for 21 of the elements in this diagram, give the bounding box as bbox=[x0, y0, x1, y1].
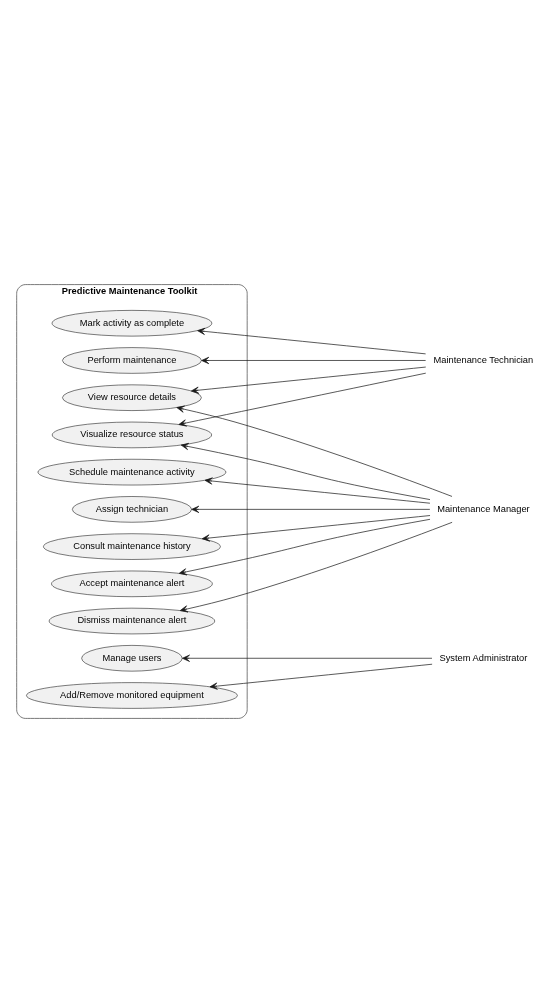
arrow bbox=[178, 372, 427, 426]
arrow bbox=[197, 327, 426, 354]
arrow bbox=[176, 405, 453, 497]
arrow bbox=[204, 476, 431, 504]
node-ellipse: Accept maintenance alert bbox=[51, 570, 213, 597]
arrow bbox=[201, 514, 431, 542]
arrow bbox=[209, 663, 433, 690]
node-ellipse: Perform maintenance bbox=[62, 346, 202, 374]
arrow bbox=[191, 505, 431, 513]
node-ellipse: Dismiss maintenance alert bbox=[48, 607, 216, 634]
node-ellipse: Assign technician bbox=[72, 495, 192, 523]
node-ellipse: Manage users bbox=[81, 644, 183, 671]
arrow bbox=[191, 366, 427, 394]
arrow bbox=[180, 442, 431, 500]
arrow bbox=[182, 654, 433, 662]
node-text: Maintenance Technician bbox=[433, 354, 534, 365]
arrow bbox=[179, 521, 453, 612]
arrow bbox=[201, 356, 426, 364]
node-text: Maintenance Manager bbox=[437, 503, 530, 514]
arrow bbox=[178, 518, 431, 575]
node-text: System Administrator bbox=[439, 652, 528, 663]
